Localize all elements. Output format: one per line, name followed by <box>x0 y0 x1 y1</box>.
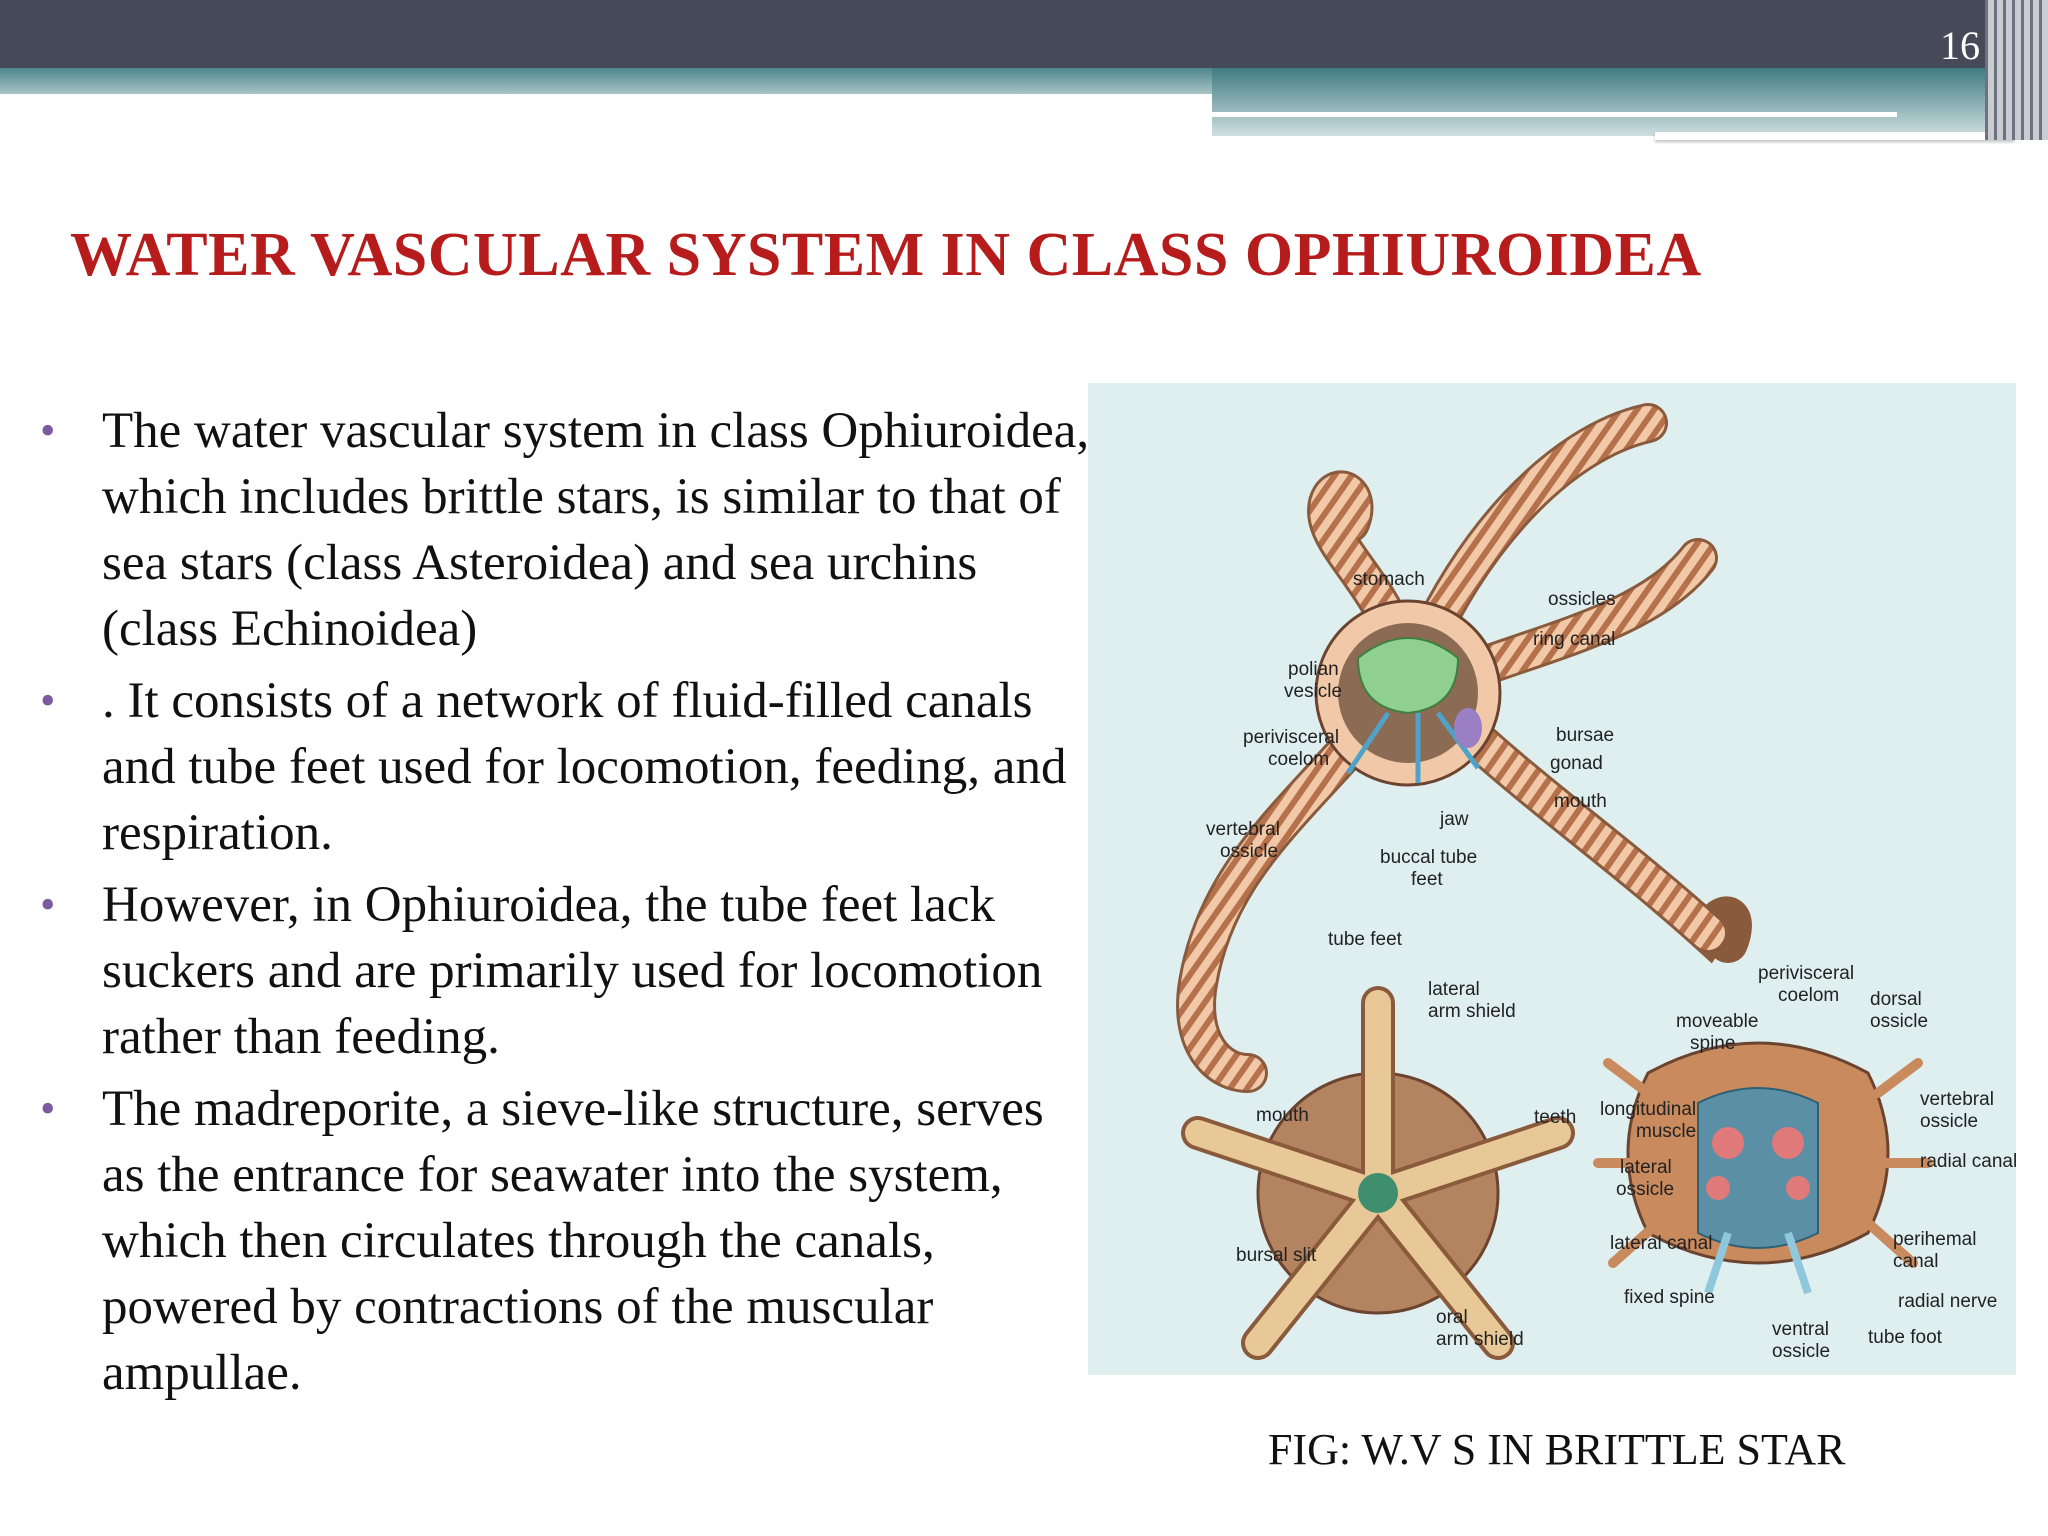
arm-cross-section <box>1593 1041 1933 1295</box>
label-spine: spine <box>1690 1033 1735 1054</box>
bullet-item: • However, in Ophiuroidea, the tube feet… <box>40 872 1090 1070</box>
label-vertebral-r: vertebral <box>1920 1089 1994 1110</box>
label-moveable: moveable <box>1676 1011 1758 1032</box>
label-vertebral-r-ossicle: ossicle <box>1920 1111 1978 1132</box>
label-gonad: gonad <box>1550 753 1603 774</box>
bullet-text: . It consists of a network of fluid-fill… <box>102 673 1067 861</box>
label-lateral-canal: lateral canal <box>1610 1233 1712 1254</box>
bullet-item: • The water vascular system in class Ophi… <box>40 398 1090 662</box>
bullet-text: The water vascular system in class Ophiu… <box>102 403 1090 657</box>
label-polian: polian <box>1288 659 1339 680</box>
oral-view <box>1181 986 1575 1360</box>
label-tube-foot: tube foot <box>1868 1327 1943 1348</box>
label-vertebral: vertebral <box>1206 819 1280 840</box>
label-perivisceral: perivisceral <box>1243 727 1339 748</box>
label-tube-feet: tube feet <box>1328 929 1403 950</box>
label-peri-coelom-2: coelom <box>1778 985 1839 1006</box>
header-accent-band <box>0 68 1215 94</box>
bullet-text: The madreporite, a sieve-like structure,… <box>102 1081 1044 1401</box>
header-bar <box>0 0 2048 68</box>
label-ossicle: ossicle <box>1220 841 1278 862</box>
label-peri-coelom: perivisceral <box>1758 963 1854 984</box>
label-lateral: lateral <box>1428 979 1480 1000</box>
slide-title: WATER VASCULAR SYSTEM IN CLASS OPHIUROID… <box>70 221 1702 289</box>
label-vesicle: vesicle <box>1284 681 1342 702</box>
label-radial-canal: radial canal <box>1920 1151 2016 1172</box>
label-teeth: teeth <box>1534 1107 1576 1128</box>
label-dorsal: dorsal <box>1870 989 1922 1010</box>
figure-labels: stomach ossicles ring canal polian vesic… <box>1206 569 2016 1362</box>
bullet-text: However, in Ophiuroidea, the tube feet l… <box>102 877 1043 1065</box>
bullet-icon: • <box>40 406 56 455</box>
label-arm-shield: arm shield <box>1428 1001 1516 1022</box>
label-mouth-top: mouth <box>1554 791 1607 812</box>
bullet-icon: • <box>40 1084 56 1133</box>
label-ossicles: ossicles <box>1548 589 1616 610</box>
label-stomach: stomach <box>1353 569 1425 590</box>
label-bursal-slit: bursal slit <box>1236 1245 1317 1266</box>
central-disc <box>1314 599 1502 787</box>
label-ventral: ventral <box>1772 1319 1829 1340</box>
bullet-icon: • <box>40 676 56 725</box>
label-longitudinal: longitudinal <box>1600 1099 1696 1120</box>
brittle-star-diagram: stomach ossicles ring canal polian vesic… <box>1176 403 2016 1362</box>
label-perihemal-canal: canal <box>1893 1251 1938 1272</box>
label-lateral-ossicle: ossicle <box>1616 1179 1674 1200</box>
brittle-star-figure: stomach ossicles ring canal polian vesic… <box>1088 383 2016 1375</box>
label-mouth-bottom: mouth <box>1256 1105 1309 1126</box>
header-stripes <box>1985 0 2048 140</box>
header-accent-band-right <box>1212 68 2012 136</box>
label-fixed-spine: fixed spine <box>1624 1287 1715 1308</box>
page-number: 16 <box>1940 23 1980 68</box>
label-muscle: muscle <box>1636 1121 1696 1142</box>
label-ring-canal: ring canal <box>1533 629 1615 650</box>
label-feet: feet <box>1411 869 1443 890</box>
figure-caption: FIG: W.V S IN BRITTLE STAR <box>1268 1425 1846 1474</box>
bullet-list: • The water vascular system in class Ophi… <box>40 398 1090 1412</box>
label-lateral-oss: lateral <box>1620 1157 1672 1178</box>
bullet-icon: • <box>40 880 56 929</box>
label-oral-arm-shield: arm shield <box>1436 1329 1524 1350</box>
label-oral: oral <box>1436 1307 1468 1328</box>
label-radial-nerve: radial nerve <box>1898 1291 1997 1312</box>
label-jaw: jaw <box>1439 809 1469 830</box>
header-divider-line <box>1212 112 1897 117</box>
label-buccal-tube: buccal tube <box>1380 847 1477 868</box>
label-bursae: bursae <box>1556 725 1614 746</box>
bullet-item: • The madreporite, a sieve-like structur… <box>40 1076 1090 1406</box>
label-coelom: coelom <box>1268 749 1329 770</box>
bullet-item: • . It consists of a network of fluid-fil… <box>40 668 1090 866</box>
label-dorsal-ossicle: ossicle <box>1870 1011 1928 1032</box>
label-perihemal: perihemal <box>1893 1229 1976 1250</box>
label-ventral-ossicle: ossicle <box>1772 1341 1830 1362</box>
header-divider-line-short <box>1655 132 2015 140</box>
